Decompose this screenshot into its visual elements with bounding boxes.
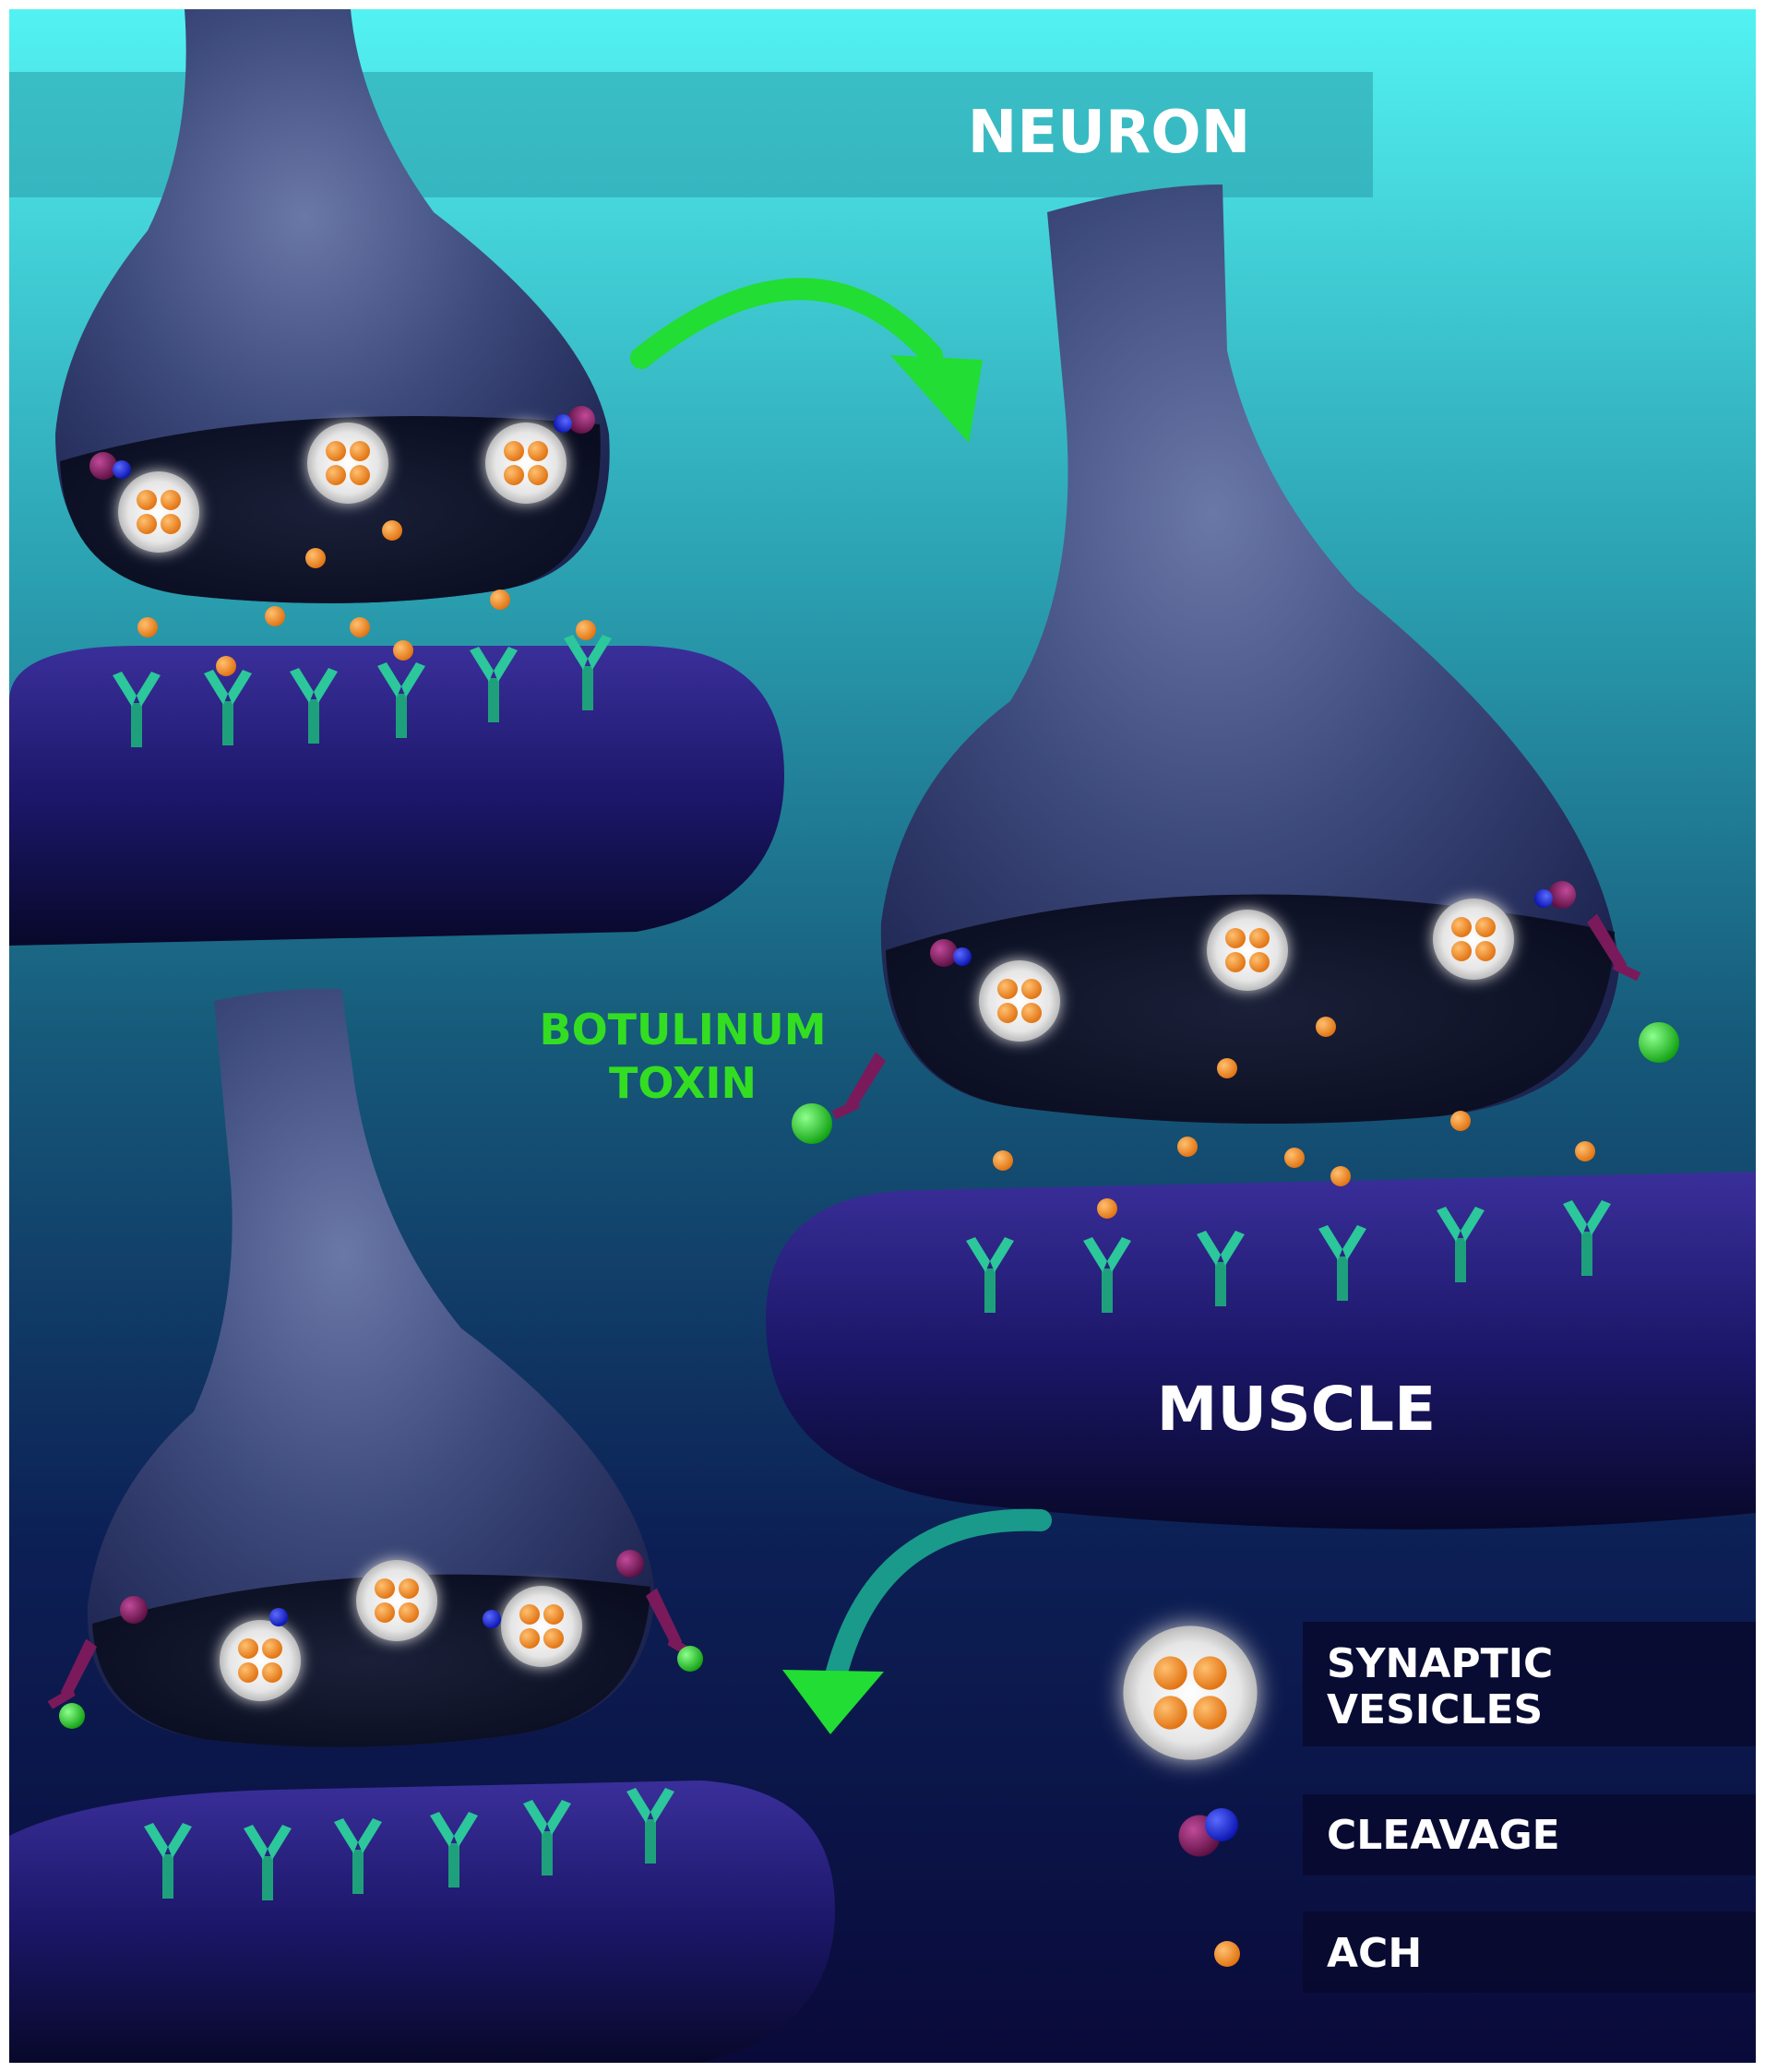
botulinum-toxin-molecule	[1639, 1022, 1679, 1063]
ach-molecule	[576, 620, 596, 640]
ach-molecule	[216, 656, 236, 676]
synaptic-vesicle	[356, 1560, 437, 1641]
ach-molecule	[265, 606, 285, 626]
synaptic-vesicle	[307, 423, 388, 504]
synaptic-vesicle	[1207, 910, 1288, 991]
ach-molecule	[393, 640, 413, 661]
legend-label: ACH	[1327, 1930, 1422, 1977]
ach-molecule	[305, 548, 326, 568]
synaptic-vesicle	[1433, 899, 1514, 980]
synaptic-vesicle	[118, 471, 199, 553]
ach-molecule	[1575, 1141, 1595, 1161]
ach-molecule	[490, 589, 510, 610]
legend-label: CLEAVAGE	[1327, 1812, 1560, 1859]
bound-toxin	[59, 1703, 85, 1729]
acetylcholine-icon	[1214, 1941, 1240, 1967]
ach-molecule	[1177, 1137, 1198, 1157]
muscle-fiber	[766, 1172, 1756, 1530]
muscle-fiber	[9, 1780, 835, 2063]
muscle-label: MUSCLE	[1157, 1374, 1436, 1445]
ach-molecule	[1316, 1017, 1336, 1037]
cleaved-protein-fragment	[269, 1608, 288, 1626]
ach-molecule	[1217, 1058, 1237, 1078]
ach-molecule	[1450, 1111, 1471, 1131]
toxin-label-line2: TOXIN	[609, 1058, 757, 1108]
synaptic-vesicle	[501, 1586, 582, 1667]
ach-molecule	[1097, 1198, 1117, 1219]
synaptic-vesicle	[220, 1620, 301, 1701]
cleaved-protein-fragment	[483, 1610, 501, 1628]
toxin-label-line1: BOTULINUM	[540, 1005, 827, 1054]
synaptic-vesicle-icon	[1123, 1625, 1257, 1759]
legend-label: SYNAPTIC	[1327, 1640, 1553, 1687]
legend-label: VESICLES	[1327, 1686, 1543, 1733]
botulinum-toxin-molecule	[792, 1103, 832, 1144]
ach-molecule	[382, 520, 402, 541]
ach-molecule	[1284, 1148, 1305, 1168]
synaptic-vesicle	[979, 960, 1060, 1042]
synaptic-vesicle	[485, 423, 566, 504]
bound-toxin	[677, 1646, 703, 1672]
neuron-label: NEURON	[968, 99, 1251, 167]
ach-molecule	[350, 617, 370, 637]
ach-molecule	[993, 1150, 1013, 1171]
ach-molecule	[1330, 1166, 1351, 1186]
ach-molecule	[137, 617, 158, 637]
cleaved-protein	[616, 1550, 644, 1578]
cleaved-protein	[120, 1596, 148, 1624]
